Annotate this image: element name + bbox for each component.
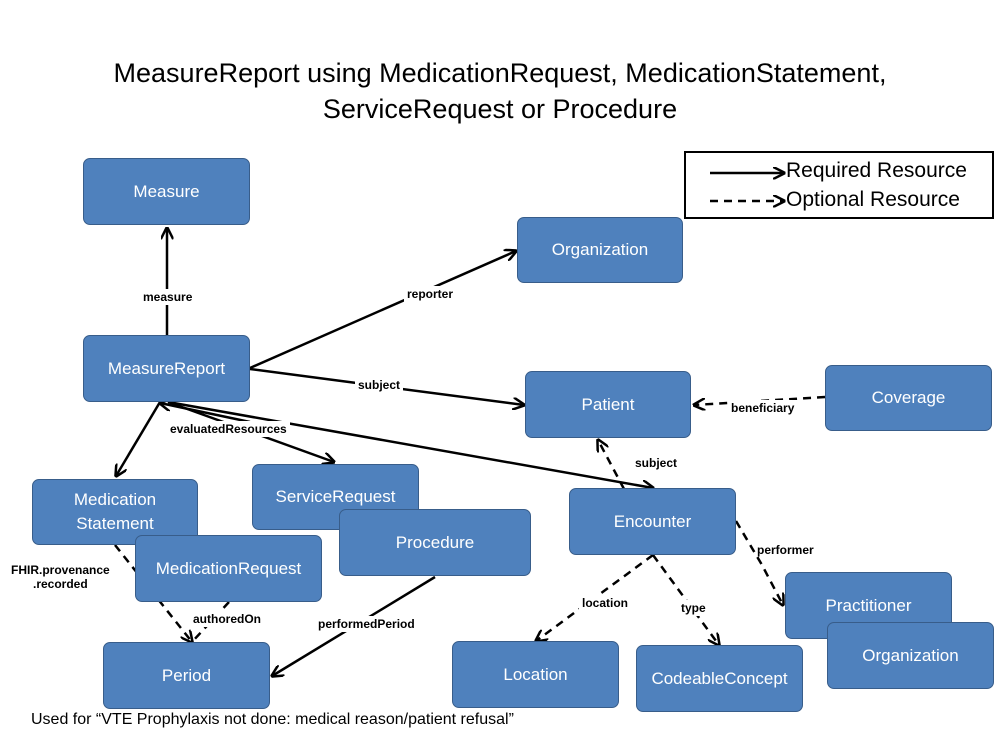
node-encounter: Encounter bbox=[569, 488, 736, 555]
edge-evaluated-back bbox=[160, 403, 251, 424]
edge-evaluated-encounter bbox=[167, 400, 653, 488]
edge-label-provenance-line-1: FHIR.provenance bbox=[11, 563, 110, 577]
edge-type bbox=[651, 554, 719, 645]
edge-label-type: type bbox=[678, 600, 709, 616]
edge-authoredon bbox=[191, 601, 230, 643]
edge-label-subject-encounter: subject bbox=[632, 455, 681, 471]
node-medication-statement: Medication Statement bbox=[32, 479, 198, 545]
edge-encounter-patient bbox=[598, 440, 626, 490]
footnote: Used for “VTE Prophylaxis not done: medi… bbox=[31, 711, 514, 728]
node-measurereport: MeasureReport bbox=[83, 335, 250, 402]
edge-label-location: location bbox=[579, 595, 632, 611]
node-organization: Organization bbox=[517, 217, 683, 283]
edge-label-measure: measure bbox=[140, 289, 196, 305]
node-organization-2: Organization bbox=[827, 622, 994, 689]
edge-label-performer: performer bbox=[757, 543, 814, 557]
node-medicationrequest: MedicationRequest bbox=[135, 535, 322, 602]
legend: Required Resource Optional Resource bbox=[684, 151, 994, 219]
edge-label-evaluatedresources: evaluatedResources bbox=[167, 421, 290, 437]
node-location: Location bbox=[452, 641, 619, 708]
node-codeableconcept: CodeableConcept bbox=[636, 645, 803, 712]
legend-line-samples bbox=[710, 153, 786, 217]
node-coverage: Coverage bbox=[825, 365, 992, 431]
edge-evaluated-medstatement bbox=[116, 401, 162, 476]
edge-label-provenance-line-2: .recorded bbox=[33, 577, 88, 591]
legend-optional-label: Optional Resource bbox=[786, 188, 960, 211]
edge-label-beneficiary: beneficiary bbox=[728, 400, 798, 416]
diagram-title-line-2: ServiceRequest or Procedure bbox=[322, 94, 678, 124]
legend-required-label: Required Resource bbox=[786, 159, 967, 182]
edge-label-performedperiod: performedPeriod bbox=[315, 616, 418, 632]
node-procedure: Procedure bbox=[339, 509, 531, 576]
node-medication-statement-line-1: Medication bbox=[73, 490, 157, 510]
edge-beneficiary bbox=[694, 395, 826, 405]
edge-label-provenance: FHIR.provenance .recorded bbox=[8, 562, 113, 592]
diagram-title-line-1: MeasureReport using MedicationRequest, M… bbox=[113, 58, 887, 88]
edge-label-authoredon: authoredOn bbox=[190, 611, 264, 627]
edge-label-reporter: reporter bbox=[404, 286, 457, 302]
edge-reporter bbox=[249, 251, 516, 370]
node-patient: Patient bbox=[525, 371, 691, 438]
node-medication-statement-line-2: Statement bbox=[76, 514, 154, 533]
node-measure: Measure bbox=[83, 158, 250, 225]
edge-performer bbox=[734, 520, 783, 605]
edge-label-subject: subject bbox=[355, 377, 404, 393]
node-period: Period bbox=[103, 642, 270, 709]
